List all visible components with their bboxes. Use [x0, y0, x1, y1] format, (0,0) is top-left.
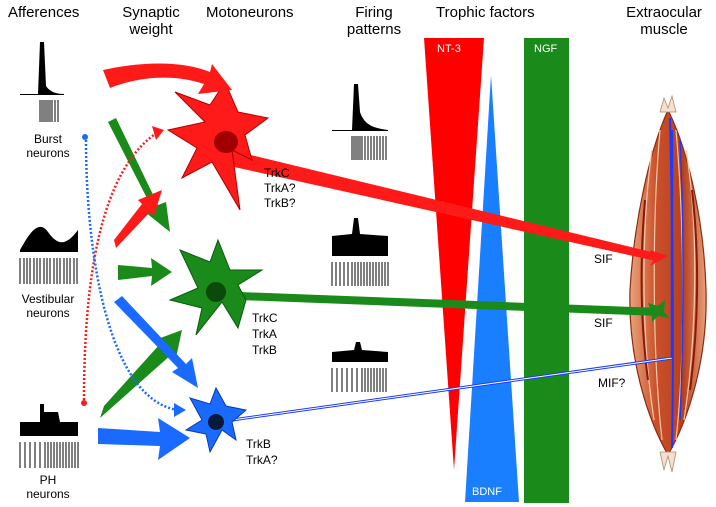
green-receptor-3: TrkB [252, 343, 277, 357]
blue-ph-arrow [98, 418, 190, 460]
nt3-gradient [424, 38, 484, 470]
header-motoneurons: Motoneurons [206, 4, 294, 21]
green-endplate [648, 300, 670, 322]
label-bdnf: BDNF [472, 486, 502, 498]
green-receptor-2: TrkA [252, 327, 277, 341]
label-vestibular-line1: Vestibular [21, 292, 75, 306]
label-burst-neurons: Burst neurons [18, 132, 78, 160]
header-firing-line1: Firing [355, 4, 393, 21]
header-synaptic-line1: Synaptic [122, 4, 180, 21]
red-receptor-1: TrkC [264, 166, 290, 180]
header-extraocular-line2: muscle [640, 21, 688, 38]
green-motoneuron [168, 238, 264, 336]
red-receptor-2: TrkA? [264, 181, 296, 195]
red-vestibular-arrow [114, 190, 162, 248]
label-mif: MIF? [598, 376, 626, 390]
label-nt3: NT-3 [437, 43, 461, 55]
ph-firing-icon [19, 404, 79, 468]
green-receptor-1: TrkC [252, 311, 278, 325]
label-ngf: NGF [534, 43, 558, 55]
label-ph-line1: PH [39, 473, 57, 487]
extraocular-muscle [629, 94, 707, 473]
green-axon [240, 292, 660, 316]
label-sif-1: SIF [594, 252, 613, 266]
header-afferences: Afferences [8, 4, 80, 21]
blue-dotted-afferent [84, 139, 179, 412]
header-synaptic-line2: weight [129, 21, 173, 38]
red-receptors: TrkC TrkA? TrkB? [264, 166, 296, 211]
header-synaptic-weight: Synaptic weight [112, 4, 190, 38]
red-firing-pattern [332, 84, 388, 160]
label-burst-line2: neurons [26, 146, 70, 160]
green-ph-arrow [100, 330, 182, 418]
blue-receptor-1: TrkB [246, 437, 271, 451]
blue-receptor-2: TrkA? [246, 453, 278, 467]
header-firing-patterns: Firing patterns [336, 4, 412, 38]
green-receptors: TrkC TrkA TrkB [252, 310, 278, 358]
red-axon [230, 150, 660, 262]
blue-vestibular-arrow [114, 296, 198, 388]
label-vestibular-line2: neurons [26, 306, 70, 320]
green-firing-pattern [331, 218, 389, 286]
blue-motoneuron [184, 386, 248, 454]
blue-receptors: TrkB TrkA? [246, 436, 278, 468]
header-firing-line2: patterns [346, 21, 402, 38]
red-endplate [650, 250, 668, 266]
red-burst-arrow [103, 63, 232, 94]
red-motoneuron [166, 80, 270, 211]
vestibular-firing-icon [19, 226, 78, 284]
label-ph-line2: neurons [26, 487, 70, 501]
label-burst-line1: Burst [33, 132, 62, 146]
burst-firing-icon [20, 42, 64, 122]
label-sif-2: SIF [594, 316, 613, 330]
bdnf-gradient [465, 75, 519, 502]
label-ph-neurons: PH neurons [18, 473, 78, 501]
red-dotted-afferent [82, 130, 159, 401]
red-receptor-3: TrkB? [264, 196, 296, 210]
header-extraocular-muscle: Extraocular muscle [616, 4, 712, 38]
ngf-bar [524, 38, 569, 503]
green-vestibular-arrow [118, 258, 172, 286]
blue-firing-pattern [331, 342, 388, 392]
label-vestibular-neurons: Vestibular neurons [12, 292, 84, 320]
header-trophic-factors: Trophic factors [436, 4, 535, 21]
header-extraocular-line1: Extraocular [626, 4, 702, 21]
